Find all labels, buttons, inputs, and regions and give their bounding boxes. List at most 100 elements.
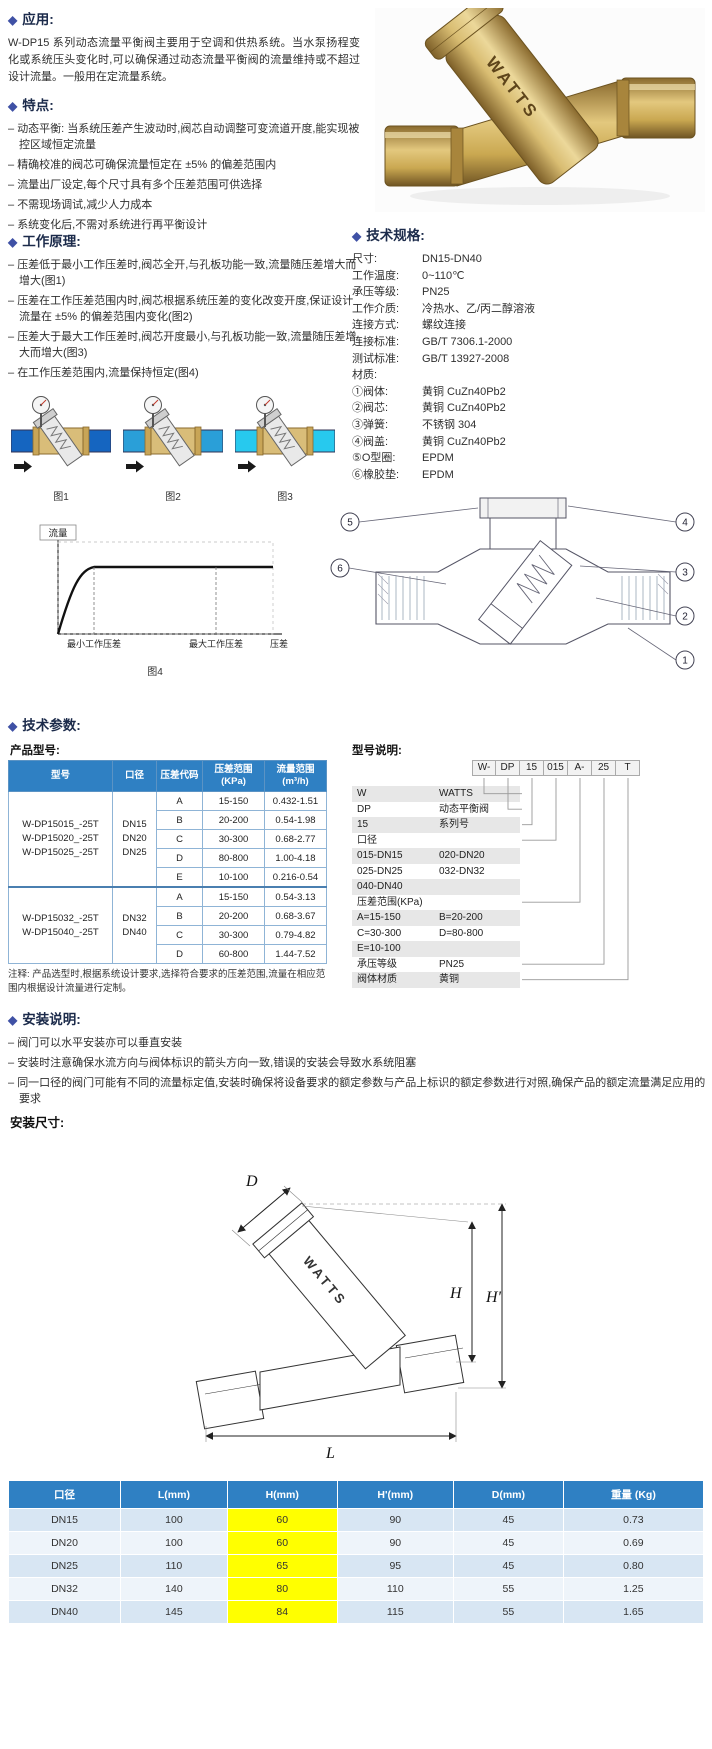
- table-cell: 0.68-3.67: [264, 906, 327, 926]
- table-cell: 55: [452, 1600, 564, 1624]
- dim-label-h-prime: H': [485, 1289, 502, 1306]
- column-header: 压差代码: [156, 760, 203, 792]
- table-cell: 30-300: [202, 925, 265, 945]
- spec-label: ⑤O型圈:: [352, 452, 396, 465]
- spec-row: ⑤O型圈: EPDM: [352, 450, 708, 467]
- feature-item: 动态平衡: 当系统压差产生波动时,阀芯自动调整可变流道开度,能实现被控区域恒定流…: [8, 121, 360, 153]
- table-cell: 90: [336, 1508, 454, 1532]
- table-cell: 80: [226, 1577, 338, 1601]
- product-model-table: 型号口径压差代码压差范围(KPa)流量范围(m³/h)W-DP15015_-25…: [8, 760, 327, 964]
- column-header: 口径: [8, 1480, 121, 1509]
- table-header-row: 型号口径压差代码压差范围(KPa)流量范围(m³/h): [8, 760, 327, 792]
- table-cell: B: [156, 810, 203, 830]
- install-item: 安装时注意确保水流方向与阀体标识的箭头方向一致,错误的安装会导致水系统阻塞: [8, 1055, 706, 1071]
- table-cell: 0.69: [562, 1531, 705, 1555]
- spec-label: ③弹簧:: [352, 418, 389, 431]
- spec-row: ④阀盖: 黄铜 CuZn40Pb2: [352, 434, 708, 451]
- explain-value: D=80-800: [439, 927, 484, 939]
- table-cell: 90: [336, 1531, 454, 1555]
- application-title-text: 应用:: [22, 12, 54, 27]
- model-explain-row: 压差范围(KPa): [352, 895, 520, 911]
- spec-label: 连接标准:: [352, 335, 400, 348]
- model-name: W-DP15032_-25T: [22, 912, 99, 924]
- table-cell: 1.44-7.52: [264, 944, 327, 964]
- table-cell: 20-200: [202, 810, 265, 830]
- table-cell: 110: [120, 1554, 228, 1578]
- column-header: H'(mm): [336, 1480, 454, 1509]
- table-cell: 145: [120, 1600, 228, 1624]
- table-cell: 0.216-0.54: [264, 867, 327, 888]
- explain-value: PN25: [439, 958, 465, 970]
- figure2-block: 图2: [122, 394, 224, 503]
- explain-value: [439, 879, 515, 895]
- spec-value: 黄铜 CuZn40Pb2: [422, 435, 506, 448]
- spec-row: 尺寸:DN15-DN40: [352, 251, 708, 268]
- feature-item: 精确校准的阀芯可确保流量恒定在 ±5% 的偏差范围内: [8, 157, 360, 173]
- callout-number: 1: [682, 656, 688, 667]
- feature-item: 不需现场调试,减少人力成本: [8, 197, 360, 213]
- explain-key: W: [357, 788, 367, 799]
- spec-value: [422, 367, 708, 384]
- table-cell: DN15: [8, 1508, 121, 1532]
- spec-label: 工作温度:: [352, 269, 400, 282]
- application-body: W-DP15 系列动态流量平衡阀主要用于空调和供热系统。当水泵扬程变化或系统压头…: [8, 37, 360, 83]
- table-cell: 45: [452, 1554, 564, 1578]
- table-cell: 55: [452, 1577, 564, 1601]
- principle-item: 压差低于最小工作压差时,阀芯全开,与孔板功能一致,流量随压差增大而增大(图1): [8, 257, 360, 289]
- model-code-segment: 015: [544, 760, 568, 776]
- chart-min-marker: 最小工作压差: [67, 638, 121, 649]
- spec-row: 连接方式:螺纹连接: [352, 317, 708, 334]
- figure1-block: 图1: [10, 394, 112, 503]
- spec-label: 尺寸:: [352, 253, 378, 265]
- valve-cartridge: WATTS: [424, 0, 599, 185]
- diamond-icon: ◆: [8, 99, 18, 113]
- application-section: ◆ 应用: W-DP15 系列动态流量平衡阀主要用于空调和供热系统。当水泵扬程变…: [8, 8, 360, 86]
- spec-value: EPDM: [422, 452, 454, 465]
- features-list: 动态平衡: 当系统压差产生波动时,阀芯自动调整可变流道开度,能实现被控区域恒定流…: [8, 121, 360, 233]
- table-cell: 0.80: [562, 1554, 705, 1578]
- model-code-segment: T: [616, 760, 640, 776]
- table-cell: 30-300: [202, 829, 265, 849]
- table-cell: 0.432-1.51: [264, 791, 327, 811]
- figure3-block: 图3: [234, 394, 336, 503]
- feature-item: 系统变化后,不需对系统进行再平衡设计: [8, 217, 360, 233]
- explain-value: [439, 895, 515, 911]
- figure2-caption: 图2: [165, 492, 181, 503]
- explain-key: 025-DN25: [357, 865, 403, 877]
- spec-value: 黄铜 CuZn40Pb2: [422, 385, 506, 398]
- product-table-note: 注释: 产品选型时,根据系统设计要求,选择符合要求的压差范围,流量在相应范围内根…: [8, 969, 326, 994]
- table-cell: 65: [226, 1554, 338, 1578]
- column-header: 口径: [112, 760, 157, 792]
- chart-max-marker: 最大工作压差: [189, 638, 243, 649]
- dimension-drawing: WATTS D H H' L: [150, 1130, 550, 1470]
- explain-key: DP: [357, 803, 371, 815]
- spec-label: ①阀体:: [352, 385, 389, 398]
- table-cell: D: [156, 848, 203, 868]
- explain-value: [439, 941, 515, 957]
- table-cell: C: [156, 829, 203, 849]
- spec-label: ②阀芯:: [352, 402, 389, 415]
- table-cell: 1.65: [562, 1600, 705, 1624]
- principle-section: ◆ 工作原理: 压差低于最小工作压差时,阀芯全开,与孔板功能一致,流量随压差增大…: [8, 230, 360, 385]
- spec-label: ④阀盖:: [352, 435, 389, 448]
- callout-4: 4: [675, 512, 695, 532]
- table-cell: 0.54-1.98: [264, 810, 327, 830]
- features-section: ◆ 特点: 动态平衡: 当系统压差产生波动时,阀芯自动调整可变流道开度,能实现被…: [8, 94, 360, 237]
- explain-key: 承压等级: [357, 958, 397, 970]
- model-explain-row: 口径: [352, 833, 520, 849]
- spec-value: 螺纹连接: [422, 319, 466, 332]
- install-title: ◆ 安装说明:: [8, 1008, 706, 1028]
- valve-photo-illustration: WATTS: [375, 0, 705, 212]
- principle-title: ◆ 工作原理:: [8, 230, 360, 250]
